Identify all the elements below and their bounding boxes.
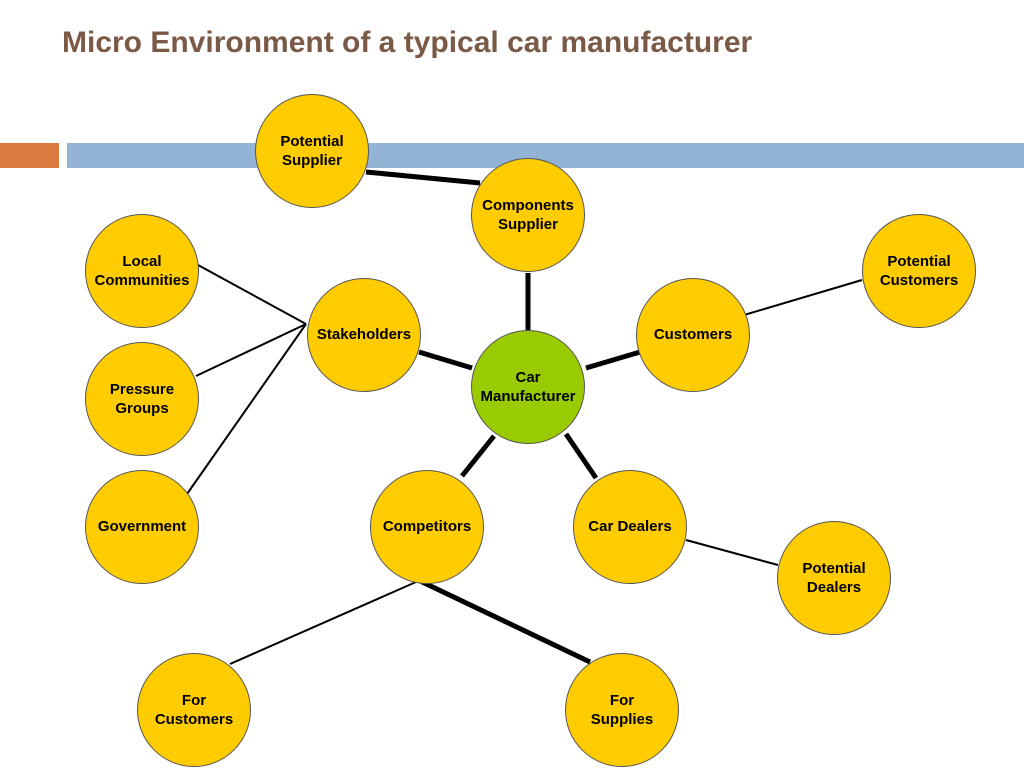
node-pressure-groups: Pressure Groups <box>85 342 199 456</box>
node-competitors: Competitors <box>370 470 484 584</box>
node-stakeholders: Stakeholders <box>307 278 421 392</box>
connector-potential-supplier-components <box>365 169 481 186</box>
node-label: Customers <box>653 326 733 344</box>
node-potential-customers: Potential Customers <box>862 214 976 328</box>
connector-government-hub <box>186 323 307 495</box>
connector-center-car-dealers <box>563 432 599 480</box>
node-potential-dealers: Potential Dealers <box>777 521 891 635</box>
connector-customers-center <box>585 349 641 371</box>
node-potential-supplier: Potential Supplier <box>255 94 369 208</box>
node-label: Car Manufacturer <box>480 368 576 406</box>
node-components-supplier: Components Supplier <box>471 158 585 272</box>
node-label: Local Communities <box>94 252 190 290</box>
page-title: Micro Environment of a typical car manuf… <box>62 26 753 59</box>
connector-stakeholders-center <box>418 349 473 371</box>
connector-competitors-for-customers <box>229 581 417 665</box>
node-label: Stakeholders <box>316 326 412 344</box>
connector-center-competitors <box>460 434 496 478</box>
node-label: Pressure Groups <box>109 380 175 418</box>
connector-car-dealers-potential-dealers <box>685 539 779 566</box>
connector-local-communities-hub <box>197 264 307 325</box>
connector-pressure-groups-hub <box>195 323 307 377</box>
node-government: Government <box>85 470 199 584</box>
node-label: Components Supplier <box>482 196 574 234</box>
connector-customers-potential-customers <box>743 279 863 316</box>
node-for-customers: For Customers <box>137 653 251 767</box>
node-label: Potential Customers <box>879 252 959 290</box>
node-local-communities: Local Communities <box>85 214 199 328</box>
node-car-dealers: Car Dealers <box>573 470 687 584</box>
node-label: Competitors <box>382 518 472 536</box>
node-label: For Supplies <box>590 691 654 729</box>
node-car-manufacturer: Car Manufacturer <box>471 330 585 444</box>
header-band-orange <box>0 143 59 168</box>
node-label: Government <box>97 518 187 536</box>
connector-competitors-for-supplies <box>416 577 592 665</box>
node-label: Potential Dealers <box>802 559 866 597</box>
node-label: Car Dealers <box>588 518 672 536</box>
node-label: Potential Supplier <box>280 132 344 170</box>
node-label: For Customers <box>154 691 234 729</box>
node-for-supplies: For Supplies <box>565 653 679 767</box>
node-customers: Customers <box>636 278 750 392</box>
